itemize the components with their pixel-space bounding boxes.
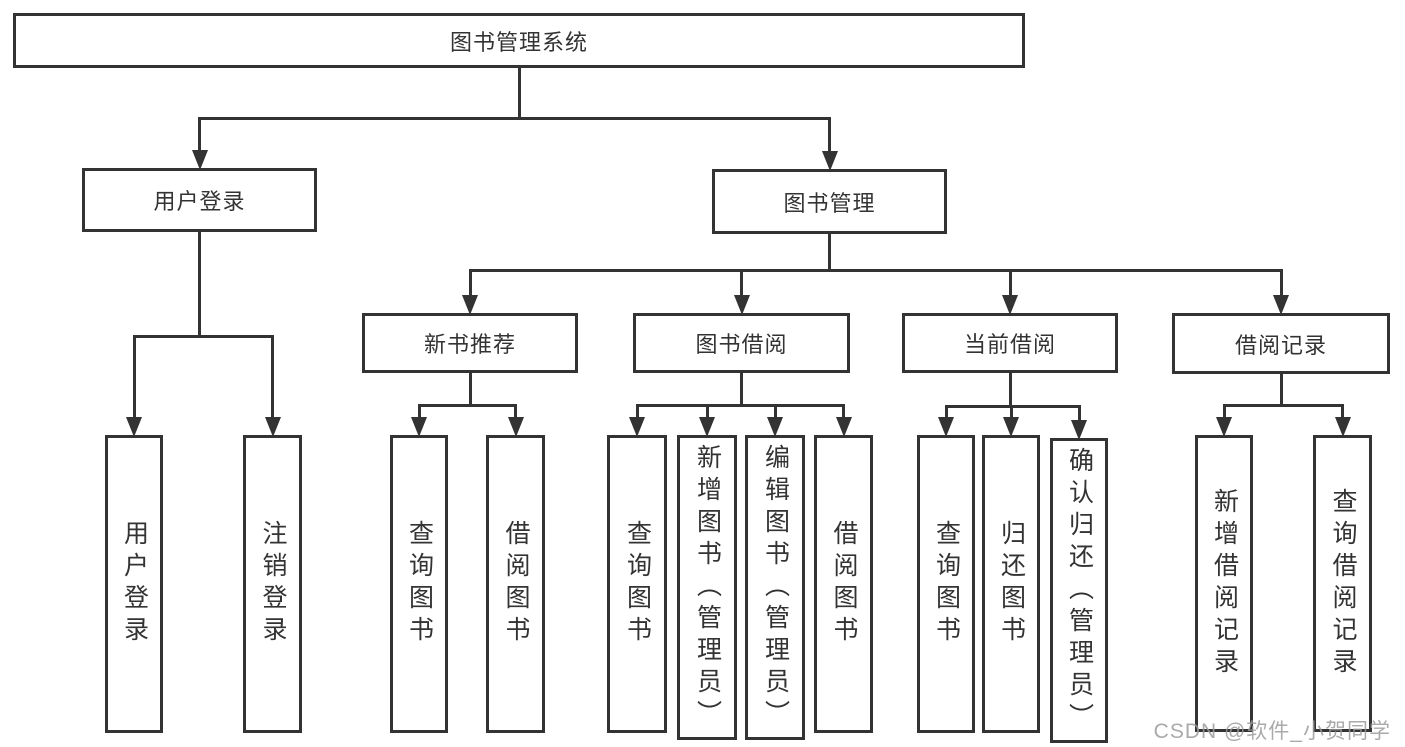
connector-line [1009, 404, 1013, 417]
connector-line [198, 232, 201, 338]
connector-line [1008, 373, 1012, 408]
connector-line [1279, 374, 1283, 407]
connector-line [132, 334, 136, 417]
node-label: 借阅图书 [502, 520, 530, 648]
node-label: 新增图书（管理员） [693, 443, 722, 732]
node-root: 图书管理系统 [13, 13, 1025, 68]
connector-line [417, 403, 421, 417]
node-current-borrow: 当前借阅 [902, 313, 1118, 373]
connector-line [517, 68, 521, 120]
connector-line [1279, 268, 1283, 295]
node-label: 图书借阅 [695, 332, 788, 357]
connector-line [271, 334, 274, 417]
connector-arrow [821, 151, 838, 171]
connector-arrow [1002, 295, 1018, 315]
connector-line [944, 404, 1081, 408]
connector-line [1341, 403, 1344, 417]
connector-line [705, 403, 709, 417]
connector-line [1222, 403, 1344, 407]
connector-line [1077, 404, 1081, 420]
connector-arrow [629, 417, 645, 437]
node-label: 用户登录 [120, 520, 149, 648]
connector-arrow [1216, 417, 1232, 437]
node-leaf-user-login: 用户登录 [105, 435, 163, 733]
node-label: 借阅记录 [1234, 332, 1327, 358]
connector-arrow [462, 295, 478, 315]
node-label: 图书管理 [783, 190, 876, 216]
node-label: 借阅图书 [830, 520, 858, 648]
connector-line [635, 403, 639, 417]
node-leaf-cb-return: 归还图书 [982, 435, 1040, 733]
node-leaf-nr-query: 查询图书 [390, 435, 448, 733]
connector-line [773, 403, 777, 417]
node-label: 查询借阅记录 [1329, 487, 1357, 680]
connector-line [132, 334, 274, 338]
connector-arrow [733, 295, 750, 315]
connector-line [514, 403, 517, 417]
connector-arrow [411, 417, 427, 437]
connector-arrow [699, 417, 715, 437]
connector-line [417, 403, 517, 407]
node-label: 用户登录 [153, 189, 246, 214]
connector-line [944, 404, 948, 417]
node-leaf-br-query: 查询借阅记录 [1313, 435, 1372, 732]
node-new-book-rec: 新书推荐 [362, 313, 578, 373]
connector-line [828, 234, 831, 272]
node-borrow-record: 借阅记录 [1172, 313, 1390, 374]
connector-arrow [767, 417, 783, 437]
connector-arrow [835, 417, 852, 437]
node-leaf-bb-query: 查询图书 [607, 435, 667, 733]
node-label: 新书推荐 [423, 332, 516, 357]
node-label: 归还图书 [997, 520, 1026, 648]
connector-line [468, 268, 1283, 272]
connector-line [828, 116, 831, 151]
connector-arrow [191, 150, 208, 170]
node-leaf-bb-borrow: 借阅图书 [814, 435, 873, 733]
node-label: 当前借阅 [963, 332, 1056, 357]
node-leaf-cb-confirm: 确认归还（管理员） [1050, 438, 1108, 743]
node-label: 查询图书 [405, 520, 434, 648]
node-label: 确认归还（管理员） [1065, 446, 1094, 735]
node-label: 编辑图书（管理员） [761, 443, 790, 732]
node-label: 查询图书 [932, 520, 961, 648]
connector-arrow [126, 417, 142, 437]
connector-arrow [264, 417, 281, 437]
node-leaf-cb-query: 查询图书 [917, 435, 975, 733]
connector-line [468, 268, 472, 295]
connector-arrow [1003, 417, 1019, 437]
node-label: 注销登录 [259, 520, 287, 648]
connector-line [740, 373, 743, 407]
node-book-mgmt: 图书管理 [712, 169, 947, 234]
connector-arrow [1071, 420, 1087, 440]
node-label: 图书管理系统 [449, 29, 588, 55]
connector-line [842, 403, 845, 417]
node-leaf-br-add: 新增借阅记录 [1195, 435, 1253, 732]
connector-arrow [1273, 295, 1289, 315]
connector-line [198, 116, 201, 150]
connector-arrow [507, 417, 524, 437]
connector-line [635, 403, 845, 407]
connector-line [468, 373, 472, 407]
node-leaf-bb-edit: 编辑图书（管理员） [745, 435, 805, 740]
connector-arrow [1334, 417, 1351, 437]
connector-arrow [938, 417, 954, 437]
node-leaf-bb-add: 新增图书（管理员） [677, 435, 737, 740]
node-leaf-nr-borrow: 借阅图书 [486, 435, 545, 733]
node-label: 新增借阅记录 [1210, 487, 1239, 680]
connector-line [1008, 268, 1012, 295]
node-label: 查询图书 [623, 520, 652, 648]
connector-line [1222, 403, 1226, 417]
connector-line [198, 116, 831, 120]
connector-line [740, 268, 743, 295]
node-book-borrow: 图书借阅 [633, 313, 850, 373]
node-leaf-logout: 注销登录 [243, 435, 302, 733]
node-user-login: 用户登录 [82, 168, 317, 232]
